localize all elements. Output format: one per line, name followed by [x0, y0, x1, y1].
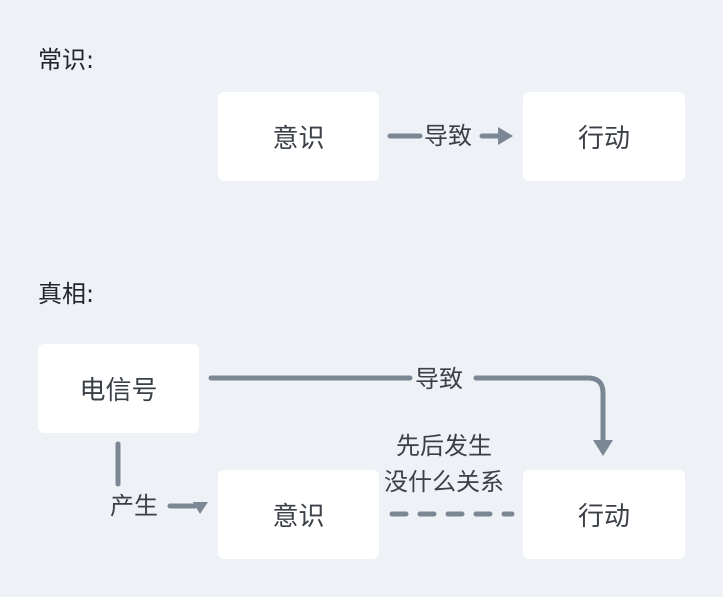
cs-consciousness-label: 意识 [272, 124, 325, 154]
truth-cause-line-right [473, 375, 606, 445]
truth-action-label: 行动 [577, 502, 630, 532]
truth-consciousness-label: 意识 [272, 502, 325, 532]
truth-signal-box: 电信号 [38, 344, 199, 433]
cs-consciousness-box: 意识 [218, 92, 379, 181]
truth-note-line1: 先后发生 [396, 432, 492, 460]
truth-produce-arrowhead [193, 502, 208, 514]
truth-title: 真相: [38, 280, 95, 308]
cs-action-label: 行动 [577, 124, 630, 154]
truth-note-line2: 没什么关系 [384, 468, 504, 496]
truth-cause-arrowhead [593, 440, 613, 456]
truth-consciousness-box: 意识 [218, 470, 379, 559]
cs-arrow-label: 导致 [424, 122, 472, 150]
common-sense-title: 常识: [38, 46, 95, 74]
truth-cause-label: 导致 [415, 365, 463, 393]
truth-action-box: 行动 [523, 470, 685, 559]
cs-arrowhead [498, 127, 513, 145]
cs-action-box: 行动 [523, 92, 685, 181]
truth-produce-label: 产生 [110, 492, 158, 520]
truth-signal-label: 电信号 [79, 376, 158, 406]
